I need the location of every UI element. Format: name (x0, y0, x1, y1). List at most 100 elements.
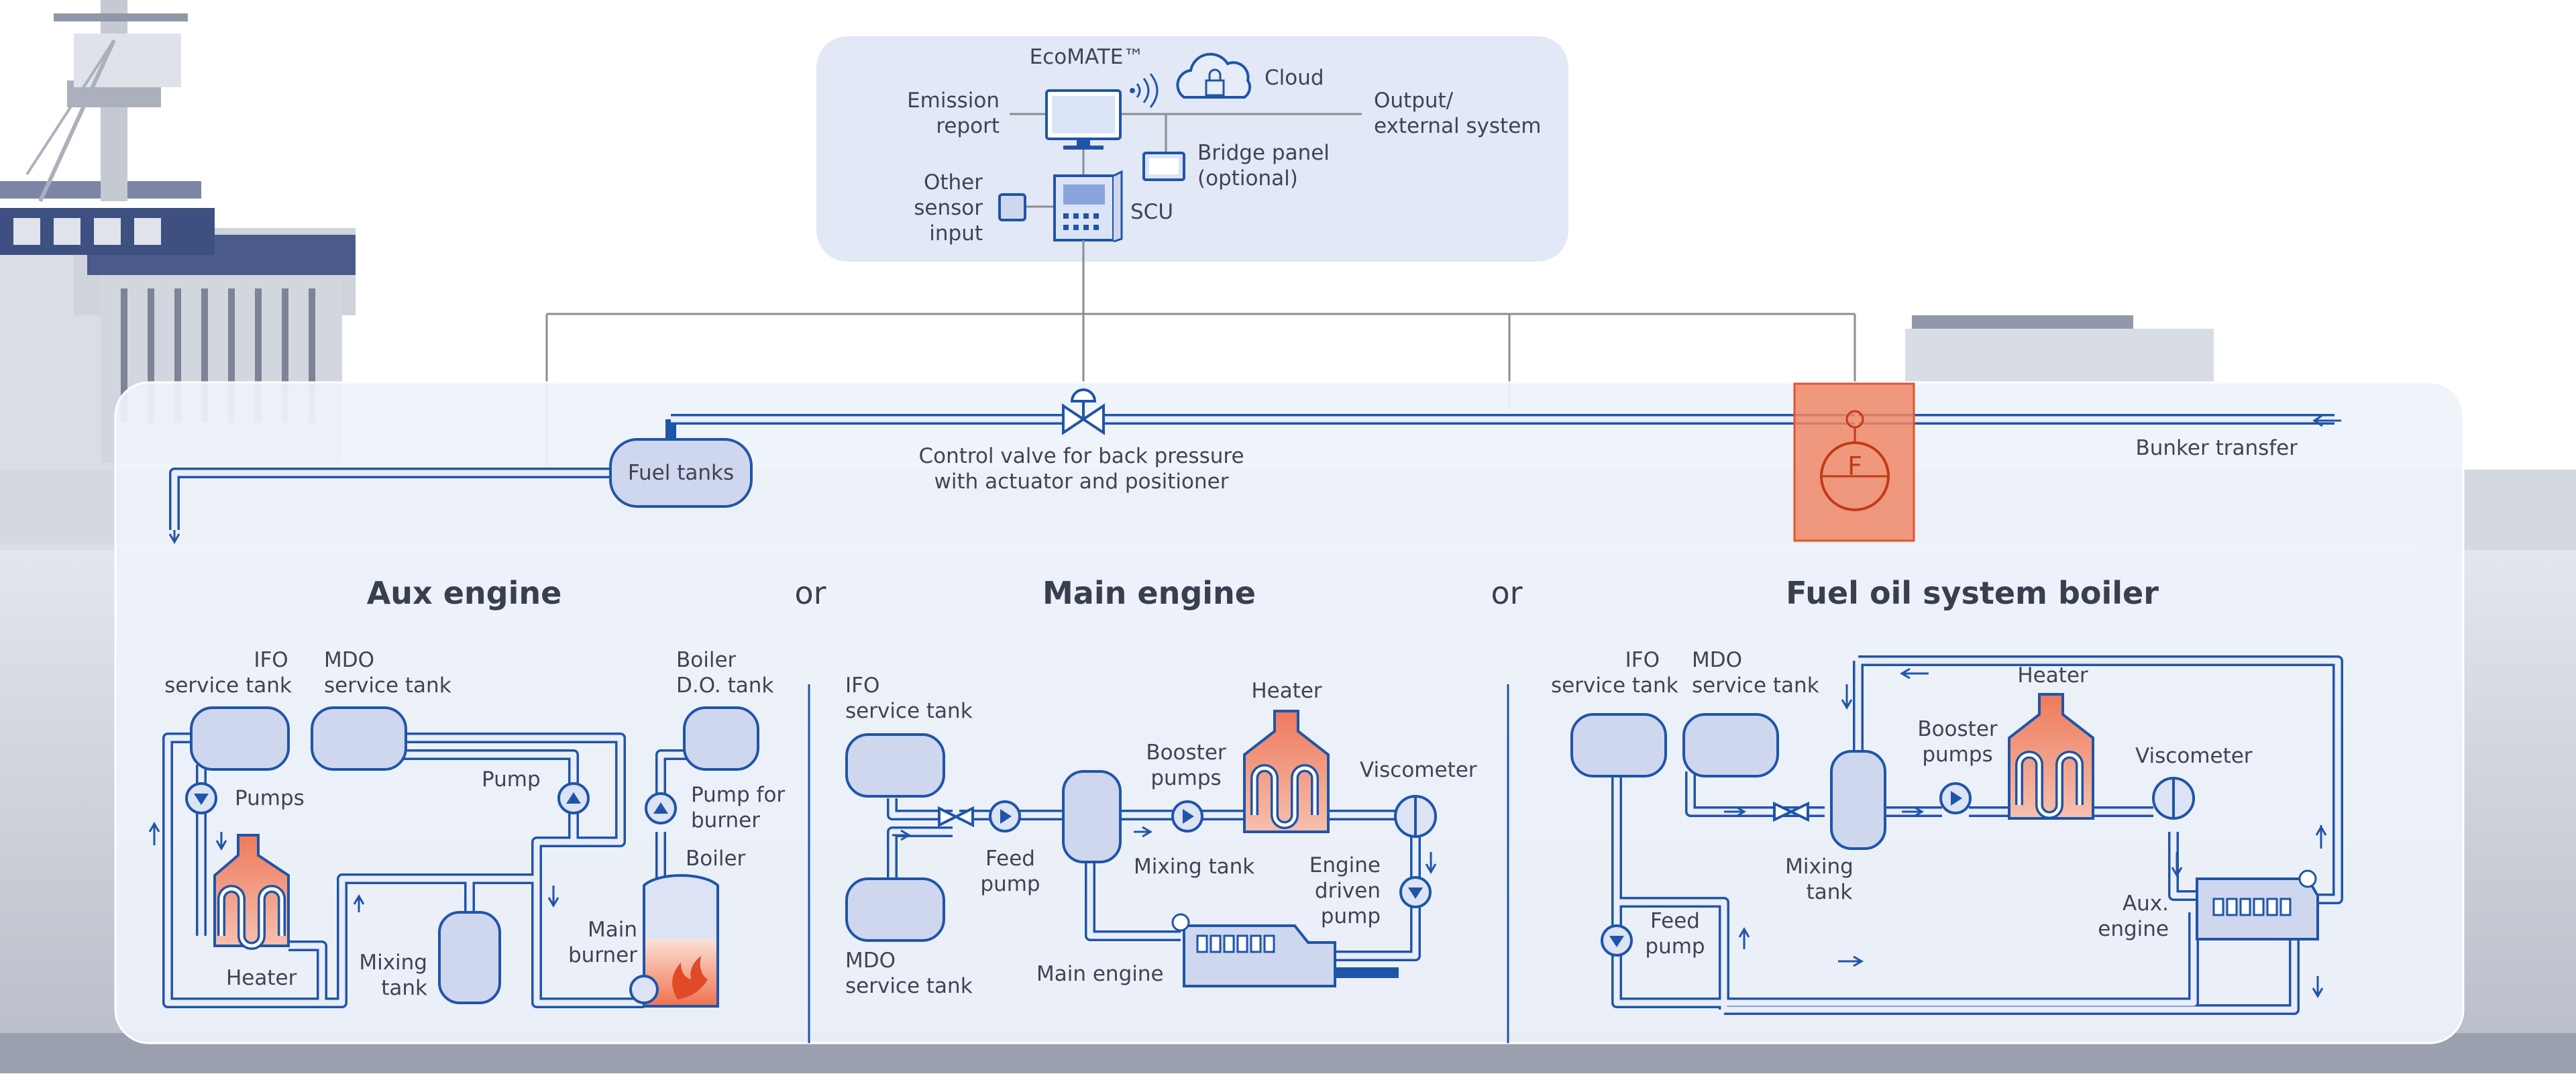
control-system-panel: EcoMATE™ Cloud Emission report Output/ e… (814, 34, 1571, 264)
scu-label: SCU (1130, 200, 1173, 224)
main-mdo-tank (845, 877, 945, 942)
boiler-ifo-tank (1570, 713, 1667, 777)
output-label-1: Output/ (1374, 89, 1454, 113)
scu-unit-icon (1053, 170, 1123, 243)
aux-pump-label: Pump (482, 767, 541, 792)
main-engine-label: Main engine (1036, 962, 1164, 986)
aux-main-burner-label-2: burner (568, 943, 637, 967)
boiler-viscometer-label: Viscometer (2135, 744, 2253, 768)
aux-boiler-do-label-2: D.O. tank (676, 674, 773, 698)
main-three-way-valve (938, 806, 974, 828)
aux-mdo-tank (311, 706, 407, 771)
main-booster-label-1: Booster (1146, 741, 1226, 765)
aux-mixing-tank (438, 911, 501, 1004)
emission-report-label-1: Emission (907, 89, 1000, 113)
boiler-system-title: Fuel oil system boiler (1786, 575, 2159, 611)
main-mixing-label: Mixing tank (1134, 855, 1254, 879)
boiler-ifo-label-1: IFO (1625, 648, 1660, 672)
aux-boiler-do-label-1: Boiler (676, 648, 737, 672)
or-label-1: or (794, 575, 826, 611)
other-sensor-label-2: sensor (914, 196, 983, 220)
bunker-transfer-pipe (168, 414, 2341, 544)
boiler-aux-engine-label-2: engine (2098, 917, 2169, 941)
aux-engine-title: Aux engine (367, 575, 562, 611)
aux-heater-label: Heater (226, 966, 297, 990)
main-viscometer-label: Viscometer (1360, 758, 1477, 782)
sensor-input-icon (998, 193, 1026, 221)
bridge-panel-icon (1142, 152, 1185, 181)
aux-pump-burner-label-2: burner (691, 808, 760, 832)
cloud-icon (1176, 52, 1252, 99)
boiler-mixing-tank (1830, 750, 1886, 850)
flow-meter-letter: F (1847, 451, 1862, 481)
other-sensor-label-3: input (929, 221, 983, 246)
aux-mixing-label-1: Mixing (359, 951, 427, 975)
fuel-tanks-symbol: Fuel tanks (609, 438, 753, 508)
aux-boiler-do-tank (683, 706, 759, 771)
aux-ifo-tank (190, 706, 290, 771)
main-ifo-label-1: IFO (845, 674, 879, 698)
boiler-booster-label-2: pumps (1922, 743, 1992, 767)
main-feed-label-2: pump (980, 872, 1040, 896)
main-engine-block (1171, 913, 1336, 987)
boiler-aux-engine-block (2196, 869, 2319, 940)
aux-pump-burner-label-1: Pump for (691, 783, 785, 807)
aux-pumps (185, 782, 677, 824)
boiler-booster-label-1: Booster (1917, 717, 1998, 741)
main-feed-label-1: Feed (985, 847, 1035, 871)
main-engine-section: IFO service tank MDO service tank Heater… (845, 674, 1477, 998)
main-edp-label-2: driven (1315, 879, 1381, 903)
aux-engine-section: IFO service tank MDO service tank Boiler… (148, 648, 785, 1008)
emission-report-label-2: report (936, 114, 1000, 138)
output-label-2: external system (1374, 114, 1541, 138)
boiler-feed-pump (1601, 924, 1633, 957)
ecomate-label: EcoMATE™ (1030, 45, 1144, 69)
boiler-aux-engine-label-1: Aux. (2123, 892, 2169, 916)
ecomate-monitor-icon (1045, 89, 1122, 150)
other-sensor-label-1: Other (924, 170, 983, 195)
main-heater-label: Heater (1251, 679, 1322, 703)
control-valve-label-2: with actuator and positioner (934, 470, 1229, 494)
main-feed-pump (989, 800, 1021, 832)
aux-ifo-label-2: service tank (164, 674, 292, 698)
boiler-mdo-label-2: service tank (1692, 674, 1819, 698)
aux-boiler-label: Boiler (686, 847, 746, 871)
aux-main-burner-label-1: Main (588, 918, 637, 942)
main-viscometer (1394, 795, 1437, 838)
boiler-feed-label-2: pump (1645, 934, 1705, 959)
cloud-label: Cloud (1265, 66, 1324, 90)
boiler-heater (2008, 693, 2094, 820)
main-booster-label-2: pumps (1150, 766, 1221, 790)
main-heater (1243, 710, 1330, 833)
control-valve-symbol (1062, 388, 1105, 435)
or-label-2: or (1491, 575, 1522, 611)
main-ifo-label-2: service tank (845, 699, 973, 723)
wireless-signal-icon (1130, 73, 1159, 108)
main-edp-label-1: Engine (1309, 853, 1381, 877)
main-mdo-label-2: service tank (845, 974, 973, 998)
main-mixing-tank (1062, 770, 1122, 863)
main-engine-driven-pump (1399, 876, 1432, 908)
boiler-mixing-label-1: Mixing (1785, 855, 1854, 879)
bunker-transfer-label: Bunker transfer (2135, 436, 2298, 460)
aux-ifo-label-1: IFO (254, 648, 288, 672)
main-ifo-tank (845, 733, 945, 798)
main-booster-pump (1171, 800, 1203, 832)
boiler-booster-pump (1939, 782, 1972, 814)
fuel-tanks-label: Fuel tanks (628, 461, 734, 485)
flow-meter-symbol: F (1793, 382, 1915, 542)
bridge-panel-label-1: Bridge panel (1197, 141, 1330, 165)
aux-heater (213, 834, 290, 950)
aux-pumps-label: Pumps (235, 786, 305, 810)
main-engine-title: Main engine (1042, 575, 1256, 611)
aux-mixing-label-2: tank (381, 976, 427, 1000)
boiler-feed-label-1: Feed (1650, 909, 1700, 933)
aux-mdo-label-2: service tank (324, 674, 451, 698)
aux-mdo-label-1: MDO (324, 648, 374, 672)
boiler-system-section: IFO service tank MDO service tank Heater… (1551, 648, 2343, 1015)
boiler-viscometer (2152, 777, 2195, 820)
main-mdo-label-1: MDO (845, 949, 896, 973)
control-valve-label-1: Control valve for back pressure (918, 444, 1244, 468)
boiler-heater-label: Heater (2017, 663, 2088, 688)
